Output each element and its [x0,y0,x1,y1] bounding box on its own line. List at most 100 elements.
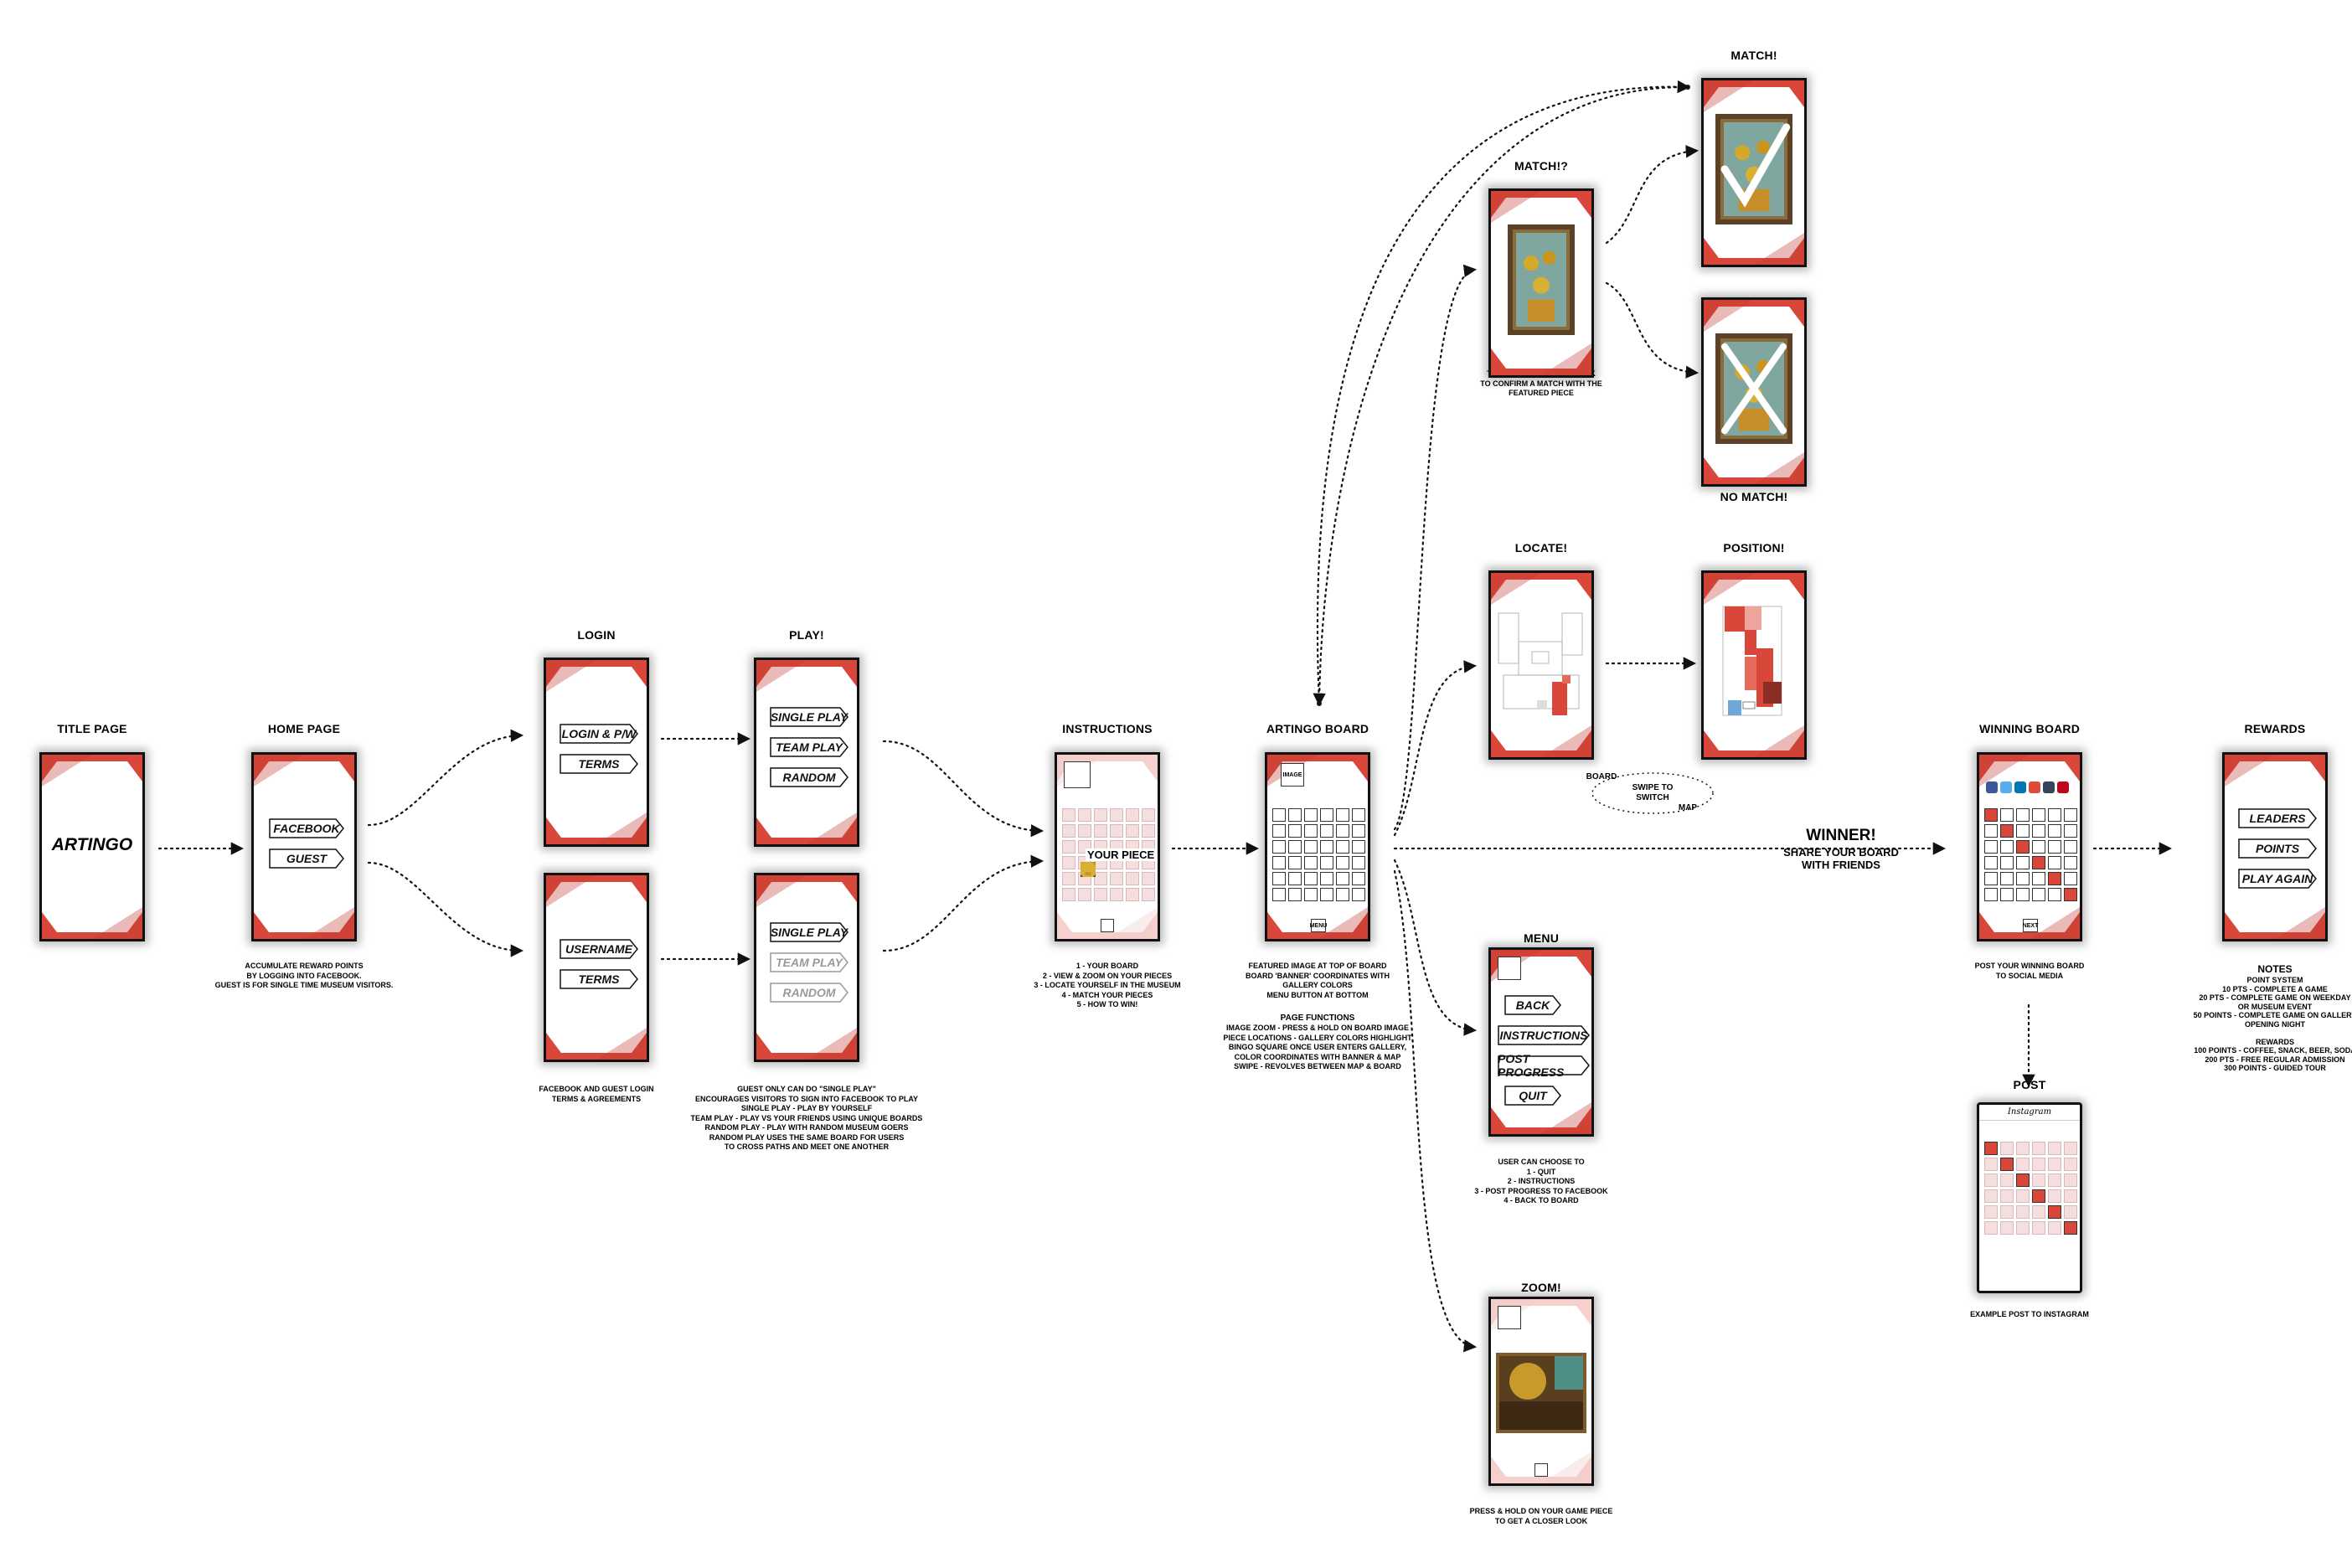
terms-guest-button[interactable]: TERMS [560,969,638,989]
single-play-guest-button[interactable]: SINGLE PLAY [770,922,848,942]
board-square[interactable] [2032,840,2045,854]
board-square[interactable] [1272,840,1286,854]
board-square[interactable] [1110,824,1123,838]
back-button[interactable]: BACK [1504,995,1561,1015]
board-square[interactable] [2000,808,2014,822]
terms-button[interactable]: TERMS [560,754,638,774]
board-square[interactable] [1126,824,1139,838]
board-square[interactable] [1352,840,1365,854]
board-square[interactable] [2000,840,2014,854]
random-button[interactable]: RANDOM [770,767,848,787]
board-square[interactable] [1272,808,1286,822]
board-square[interactable] [2016,808,2030,822]
guest-button[interactable]: GUEST [269,848,344,869]
leaders-button[interactable]: LEADERS [2238,808,2317,828]
board-square[interactable] [1062,840,1075,854]
board-square[interactable] [2016,856,2030,869]
artwork-image[interactable] [1715,333,1792,444]
board-square[interactable] [2016,888,2030,901]
board-square[interactable] [2032,888,2045,901]
board-square[interactable] [1320,856,1333,869]
board-square[interactable] [1110,888,1123,901]
board-square[interactable] [1984,840,1998,854]
board-square[interactable] [1288,872,1302,885]
board-square[interactable] [1110,808,1123,822]
board-square[interactable] [1320,824,1333,838]
board-square[interactable] [1288,856,1302,869]
board-square[interactable] [1094,808,1107,822]
board-square[interactable] [1336,856,1349,869]
board-square[interactable] [1352,872,1365,885]
board-square[interactable] [2000,872,2014,885]
board-square[interactable] [1352,888,1365,901]
board-square[interactable] [1336,808,1349,822]
board-square[interactable] [1304,856,1318,869]
board-square[interactable] [2064,872,2077,885]
board-square[interactable] [1984,872,1998,885]
board-square[interactable] [1094,888,1107,901]
board-square[interactable] [1110,872,1123,885]
board-square[interactable] [1062,808,1075,822]
social-share-icon[interactable] [2043,781,2055,793]
board-square[interactable] [1304,872,1318,885]
board-square[interactable] [1094,872,1107,885]
post-progress-button[interactable]: POST PROGRESS [1498,1052,1590,1079]
board-square[interactable] [2064,888,2077,901]
board-square[interactable] [2000,856,2014,869]
social-share-icon[interactable] [2014,781,2026,793]
board-square[interactable] [1288,888,1302,901]
museum-map[interactable] [1495,608,1587,725]
board-square[interactable] [2032,808,2045,822]
board-square[interactable] [1078,824,1091,838]
team-play-disabled-button[interactable]: TEAM PLAY [770,952,848,972]
board-square[interactable] [2032,824,2045,838]
board-square[interactable] [1288,840,1302,854]
board-square[interactable] [1336,824,1349,838]
board-square[interactable] [1062,888,1075,901]
login-pw-button[interactable]: LOGIN & P/W [560,724,638,744]
position-map[interactable] [1708,590,1800,732]
zoomed-piece-image[interactable] [1496,1353,1586,1433]
board-square[interactable] [2000,888,2014,901]
board-square[interactable] [1320,872,1333,885]
board-square[interactable] [1142,888,1155,901]
social-share-icon[interactable] [2029,781,2040,793]
image-button[interactable]: IMAGE [1281,763,1304,787]
board-square[interactable] [1272,856,1286,869]
board-square[interactable] [1288,824,1302,838]
board-square[interactable] [1320,808,1333,822]
board-square[interactable] [1288,808,1302,822]
board-square[interactable] [1142,808,1155,822]
board-square[interactable] [1352,808,1365,822]
board-square[interactable] [1078,888,1091,901]
board-square[interactable] [1352,824,1365,838]
board-square[interactable] [1272,824,1286,838]
social-share-icon[interactable] [2000,781,2012,793]
board-square[interactable] [1984,856,1998,869]
board-square[interactable] [2048,824,2061,838]
next-button[interactable]: NEXT [2023,919,2038,932]
board-square[interactable] [1984,888,1998,901]
board-square[interactable] [1062,824,1075,838]
board-square[interactable] [1320,840,1333,854]
board-square[interactable] [2064,856,2077,869]
board-square[interactable] [2048,840,2061,854]
board-square[interactable] [1272,872,1286,885]
board-square[interactable] [1094,824,1107,838]
board-square[interactable] [1126,888,1139,901]
board-square[interactable] [2064,824,2077,838]
social-share-icon[interactable] [1986,781,1998,793]
quit-button[interactable]: QUIT [1504,1086,1561,1106]
artwork-image[interactable] [1508,224,1575,335]
board-square[interactable] [1078,808,1091,822]
play-again-button[interactable]: PLAY AGAIN [2238,869,2317,889]
board-square[interactable] [2064,808,2077,822]
facebook-button[interactable]: FACEBOOK [269,818,344,838]
board-square[interactable] [1352,856,1365,869]
board-square[interactable] [1062,872,1075,885]
instructions-button[interactable]: INSTRUCTIONS [1498,1025,1590,1045]
team-play-button[interactable]: TEAM PLAY [770,737,848,757]
board-square[interactable] [1142,824,1155,838]
single-play-button[interactable]: SINGLE PLAY [770,707,848,727]
board-square[interactable] [2016,872,2030,885]
